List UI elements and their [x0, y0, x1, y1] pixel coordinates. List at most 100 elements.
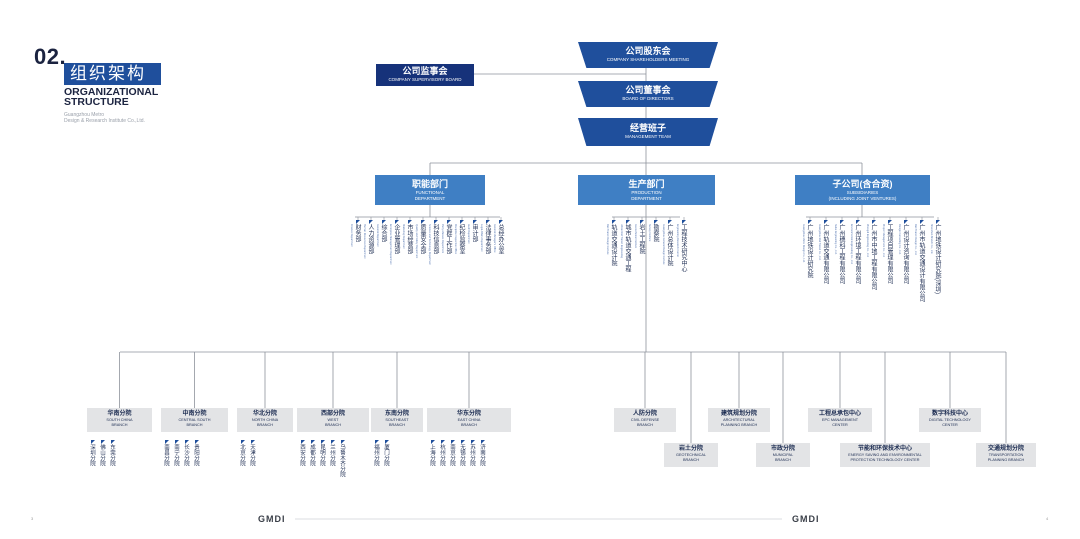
subsidiary-item-en: Guangzhou Rail Transit Co., Ltd.: [818, 224, 821, 261]
board-en: BOARD OF DIRECTORS: [622, 96, 674, 101]
branch-sub-label: 贵阳分院: [193, 444, 199, 466]
item-flag-icon: [824, 220, 828, 224]
branch-sub-label: 佛山分院: [99, 444, 105, 466]
production-item-cn: 广州总体设计院: [666, 224, 672, 266]
item-flag-icon: [341, 440, 345, 444]
item-flag-icon: [165, 440, 169, 444]
item-flag-icon: [840, 220, 844, 224]
shareholders-en: COMPANY SHAREHOLDERS MEETING: [606, 57, 690, 62]
subsidiary-item: 广州地铁设计研究院(深圳)Shenzhen Branch Co., Ltd.: [930, 220, 940, 302]
branch-sub-item: 西安分院: [299, 440, 305, 477]
branch-sub-item: 苏州分院: [469, 440, 475, 466]
company-subtitle: Guangzhou Metro Design & Research Instit…: [64, 112, 174, 124]
item-flag-icon: [421, 220, 425, 224]
branch-sub-col: 无锡分院: [459, 440, 465, 466]
branch-sub-col: 长沙分院: [183, 440, 189, 466]
branch-sub-item: 长沙分院: [183, 440, 189, 466]
specialized-cn: 人防分院: [632, 411, 657, 417]
branch-en: NORTH CHINA BRANCH: [251, 418, 279, 427]
functional-item-cn: 党群工作部: [445, 224, 451, 254]
branch-sub-item: 贵阳分院: [193, 440, 199, 466]
item-flag-icon: [460, 220, 464, 224]
branch-sub-col: 西安分院: [299, 440, 305, 466]
functional-item-en: General Manager's Office: [493, 224, 496, 253]
production-item-cn: 岩土工程院: [638, 224, 644, 254]
branch-sub-col: 北京分院: [239, 440, 245, 466]
branch-sub-item: 天津分院: [249, 440, 255, 466]
functional-item-en: Legal Affairs Department: [480, 224, 483, 252]
specialized-en: CIVIL DEFENSE BRANCH: [630, 418, 660, 427]
branch-sub-col: 贵阳分院: [193, 440, 199, 466]
item-flag-icon: [920, 220, 924, 224]
functional-item-en: Finance Department: [350, 224, 353, 247]
branch-sub-label: 北京分院: [239, 444, 245, 466]
functional-item-en: Party-Masses Department: [441, 224, 444, 254]
item-flag-icon: [434, 220, 438, 224]
branch-sub-col: 南宁分院: [173, 440, 179, 466]
subtitle-line2: Design & Research Institute Co.,Ltd.: [64, 118, 145, 124]
specialized-en: TRANSPORTATION PLANNING BRANCH: [987, 453, 1025, 462]
branch-cn: 华南分院: [107, 411, 132, 417]
functional-dept-box: 职能部门 FUNCTIONAL DEPARTMENT: [375, 175, 485, 205]
management-box: 经营班子 MANAGEMENT TEAM: [578, 118, 718, 146]
item-flag-icon: [612, 220, 616, 224]
branch-sub-col: 上海分院: [429, 440, 435, 466]
section-title-cn: 组织架构: [64, 63, 161, 85]
branch-cn: 东南分院: [384, 411, 409, 417]
subsidiary-item-en: Suike Engineering Co., Ltd.: [834, 224, 837, 255]
functional-item-cn: 审计部: [471, 224, 477, 242]
item-flag-icon: [640, 220, 644, 224]
gmdi-logo-right: GMDI: [792, 514, 820, 524]
production-item-cn: 勘察院: [652, 224, 658, 242]
branch-sub-label: 南昌分院: [163, 444, 169, 466]
subsidiary-item-cn: 广州设计咨询有限公司: [902, 224, 908, 284]
branch-sub-items: 南昌分院南宁分院长沙分院贵阳分院: [163, 440, 199, 466]
specialized-cn: 工程总承包中心: [818, 411, 861, 417]
subsidiary-item-en: Project Management Co., Ltd.: [882, 224, 885, 258]
branch-sub-col: 厦门分院: [383, 440, 389, 466]
item-flag-icon: [91, 440, 95, 444]
functional-item-cn: 总经办公室: [497, 224, 503, 254]
item-flag-icon: [461, 440, 465, 444]
item-flag-icon: [382, 220, 386, 224]
subsidiary-item-en: Zhongdi Engineering Co., Ltd.: [866, 224, 869, 258]
item-flag-icon: [185, 440, 189, 444]
item-flag-icon: [936, 220, 940, 224]
subsidiary-item-cn: 广州市中地工程有限公司: [870, 224, 876, 290]
branch-sub-col: 南昌分院: [163, 440, 169, 466]
branch-sub-col: 杭州分院: [439, 440, 445, 466]
branch-sub-col: 苏州分院: [469, 440, 475, 466]
shareholders-cn: 公司股东会: [625, 46, 671, 56]
branch-sub-col: 成都分院: [309, 440, 315, 466]
